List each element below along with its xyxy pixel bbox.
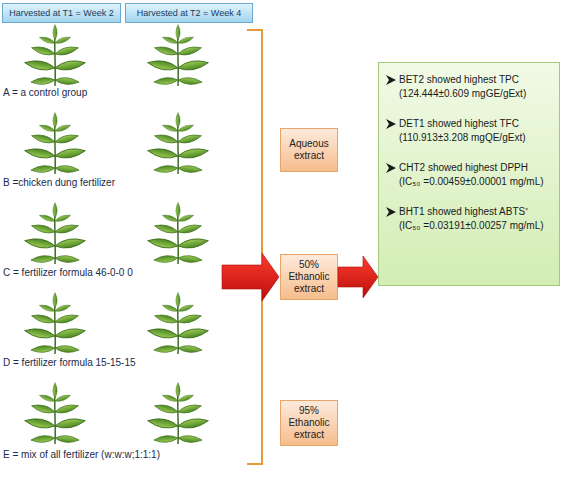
bullet-arrow — [386, 119, 396, 129]
header-box: Harvested at T2 = Week 4 — [125, 3, 253, 23]
result-text: DET1 showed highest TFC (110.913±3.208 m… — [399, 117, 551, 145]
bullet-item: BET2 showed highest TPC (124.444±0.609 m… — [385, 73, 553, 101]
plant-illustration — [147, 113, 209, 174]
extract-box: Aqueous extract — [280, 128, 338, 172]
bullet-arrow — [385, 162, 399, 174]
plant-illustration — [24, 293, 86, 354]
group-bracket — [247, 30, 262, 464]
extract-box: 50% Ethanolic extract — [280, 254, 338, 300]
bullet-arrow — [385, 206, 399, 218]
extract-box: 95% Ethanolic extract — [280, 400, 338, 446]
plant-illustration — [147, 203, 209, 264]
extract-text: 95% Ethanolic extract — [284, 405, 334, 441]
plant-illustration — [147, 383, 209, 444]
result-text: BET2 showed highest TPC (124.444±0.609 m… — [399, 73, 551, 101]
bullet-arrow — [386, 163, 396, 173]
bullet-arrow — [386, 75, 396, 85]
extract-text: Aqueous extract — [284, 138, 334, 162]
result-box: BET2 showed highest TPC (124.444±0.609 m… — [378, 62, 560, 286]
header-box: Harvested at T1 = Week 2 — [2, 3, 121, 23]
header-text: Harvested at T2 = Week 4 — [137, 7, 241, 19]
plant-illustration — [24, 203, 86, 264]
plant-illustration — [24, 383, 86, 444]
bullet-item: DET1 showed highest TFC (110.913±3.208 m… — [385, 117, 553, 145]
plant-illustration — [24, 25, 86, 86]
plant-illustration — [147, 25, 209, 86]
plant-illustration — [147, 293, 209, 354]
plant-illustration — [24, 113, 86, 174]
block-arrow — [222, 253, 279, 301]
block-arrow — [338, 256, 378, 298]
result-text: CHT2 showed highest DPPH (IC₅₀ =0.00459±… — [399, 161, 551, 189]
bullet-arrow — [385, 118, 399, 130]
result-text: BHT1 showed highest ABTS⁺ (IC₅₀ =0.03191… — [399, 205, 551, 233]
bullet-arrow — [385, 74, 399, 86]
bullet-item: BHT1 showed highest ABTS⁺ (IC₅₀ =0.03191… — [385, 205, 553, 233]
group-label: A = a control group — [3, 87, 87, 98]
bullet-item: CHT2 showed highest DPPH (IC₅₀ =0.00459±… — [385, 161, 553, 189]
bullet-arrow — [386, 207, 396, 217]
extract-text: 50% Ethanolic extract — [284, 259, 334, 295]
group-label: E = mix of all fertilizer (w:w:w;1:1:1) — [3, 449, 160, 460]
header-text: Harvested at T1 = Week 2 — [9, 7, 113, 19]
group-label: D = fertilizer formula 15-15-15 — [3, 357, 136, 368]
group-label: C = fertilizer formula 46-0-0 0 — [3, 267, 133, 278]
group-label: B =chicken dung fertilizer — [3, 177, 115, 188]
